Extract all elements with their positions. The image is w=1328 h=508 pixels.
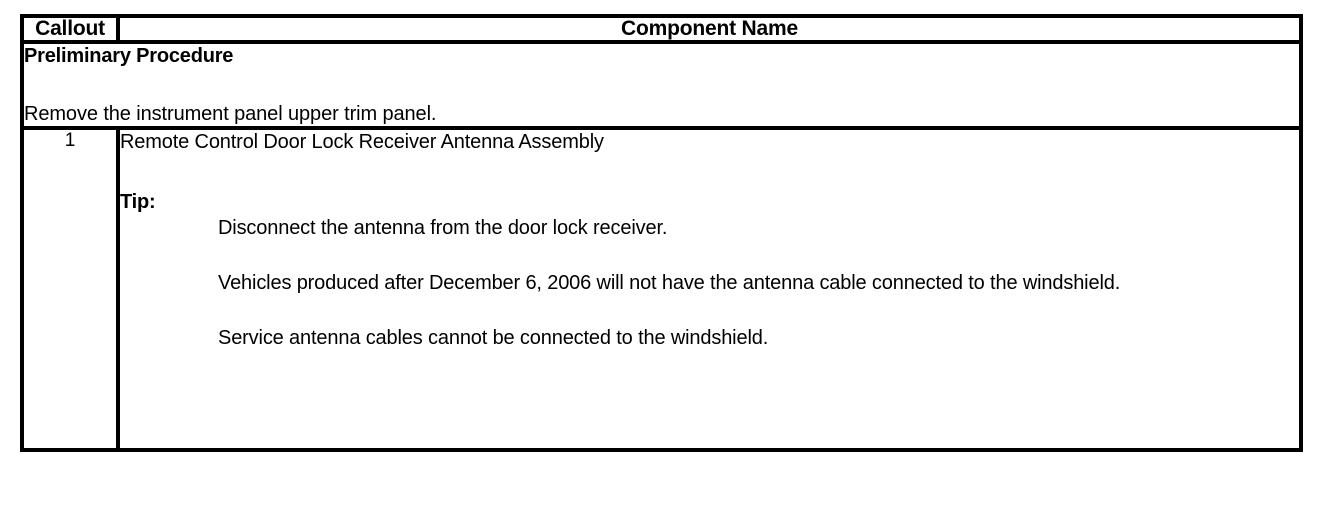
spacer — [218, 298, 1299, 324]
tip-item: Disconnect the antenna from the door loc… — [218, 217, 668, 240]
component-callout-table: Callout Component Name Preliminary Proce… — [20, 13, 1303, 453]
preliminary-procedure-text: Remove the instrument panel upper trim p… — [24, 103, 437, 126]
preliminary-procedure-row: Preliminary Procedure Remove the instrum… — [20, 40, 1303, 131]
table-header: Callout Component Name — [20, 13, 1303, 45]
column-header-component-name: Component Name — [116, 13, 1303, 45]
tip-item: Service antenna cables cannot be connect… — [218, 327, 769, 350]
component-name-text: Remote Control Door Lock Receiver Antenn… — [120, 131, 604, 154]
table-header-row: Callout Component Name — [20, 13, 1303, 45]
table-row: 1 Remote Control Door Lock Receiver Ante… — [20, 126, 1303, 453]
spacer — [120, 154, 1299, 190]
tip-list: Disconnect the antenna from the door loc… — [120, 214, 1299, 353]
component-detail-cell: Remote Control Door Lock Receiver Antenn… — [116, 126, 1303, 453]
table-body: Preliminary Procedure Remove the instrum… — [20, 40, 1303, 453]
tip-label: Tip: — [120, 191, 156, 214]
preliminary-procedure-cell: Preliminary Procedure Remove the instrum… — [20, 40, 1303, 131]
callout-number-cell: 1 — [20, 126, 120, 453]
column-header-callout: Callout — [20, 13, 120, 45]
tip-item: Vehicles produced after December 6, 2006… — [218, 272, 1121, 295]
preliminary-procedure-title: Preliminary Procedure — [24, 45, 234, 68]
spacer — [218, 243, 1299, 269]
spacer — [24, 72, 1299, 102]
